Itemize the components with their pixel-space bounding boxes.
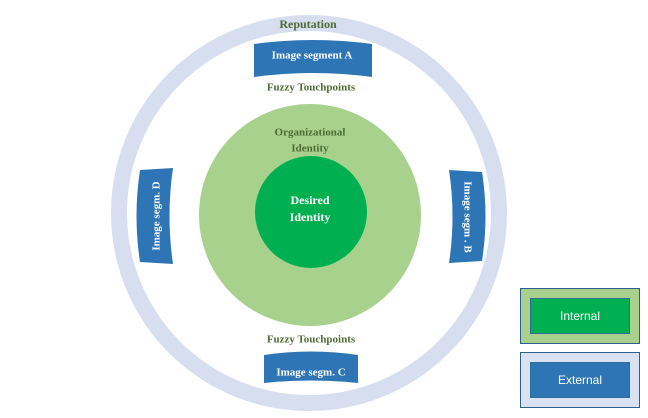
image-segment-b: Image segm . B: [449, 170, 486, 263]
image-segment-c: Image segm. C: [264, 351, 358, 383]
image-segment-a: Image segment A: [254, 40, 372, 77]
desired-identity-circle: [255, 156, 367, 268]
image-segment-d-label: Image segm. D: [151, 181, 163, 250]
desired-identity-label-line1: Desired: [290, 193, 329, 207]
fuzzy-touchpoints-top-label: Fuzzy Touchpoints: [267, 82, 356, 94]
organizational-identity-label-line2: Identity: [291, 143, 329, 155]
image-segment-c-label: Image segm. C: [276, 367, 345, 379]
fuzzy-touchpoints-bottom-label: Fuzzy Touchpoints: [267, 334, 356, 346]
legend-external: External: [520, 352, 640, 408]
reputation-ring: [111, 15, 507, 411]
image-segment-a-label: Image segment A: [272, 50, 353, 62]
legend-external-label: External: [530, 362, 630, 398]
legend-internal-label: Internal: [530, 298, 630, 334]
reputation-label: Reputation: [279, 17, 337, 31]
desired-identity-label-line2: Identity: [290, 210, 331, 224]
organizational-identity-label-line1: Organizational: [275, 127, 346, 139]
image-segment-b-label: Image segm . B: [461, 181, 473, 253]
image-segment-d: Image segm. D: [136, 168, 173, 264]
legend-internal: Internal: [520, 288, 640, 344]
